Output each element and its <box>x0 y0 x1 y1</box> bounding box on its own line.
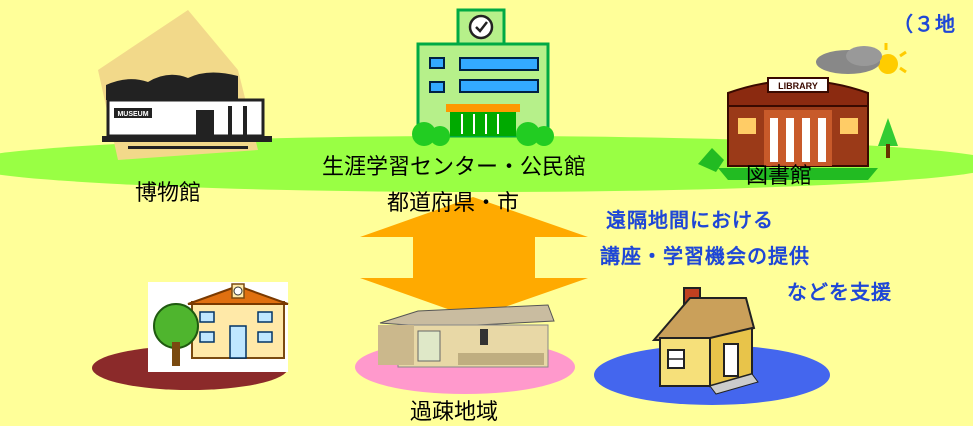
library-label: 図書館 <box>746 164 813 189</box>
tree-icon <box>153 303 199 366</box>
double-arrow <box>360 197 588 318</box>
cottage-icon <box>651 287 759 395</box>
library-sign: LIBRARY <box>778 81 818 91</box>
prefecture-label: 都道府県・市 <box>387 191 520 216</box>
museum-label: 博物館 <box>135 181 202 206</box>
school-icon <box>148 282 289 372</box>
museum-sign: MUSEUM <box>117 111 148 118</box>
community-center-icon <box>412 8 554 146</box>
support-text-line3: などを支援 <box>787 280 892 304</box>
support-text-line1: 遠隔地間における <box>606 208 774 232</box>
support-text-line2: 講座・学習機会の提供 <box>600 244 810 268</box>
rural-house-icon <box>378 304 555 368</box>
depopulated-area-label: 過疎地域 <box>410 400 499 425</box>
museum-building-icon: MUSEUM <box>98 10 272 160</box>
weather-icon <box>816 43 907 74</box>
library-building-icon: LIBRARY <box>698 77 898 180</box>
corner-note: （３地 <box>893 12 956 36</box>
center-label: 生涯学習センター・公民館 <box>322 155 587 180</box>
